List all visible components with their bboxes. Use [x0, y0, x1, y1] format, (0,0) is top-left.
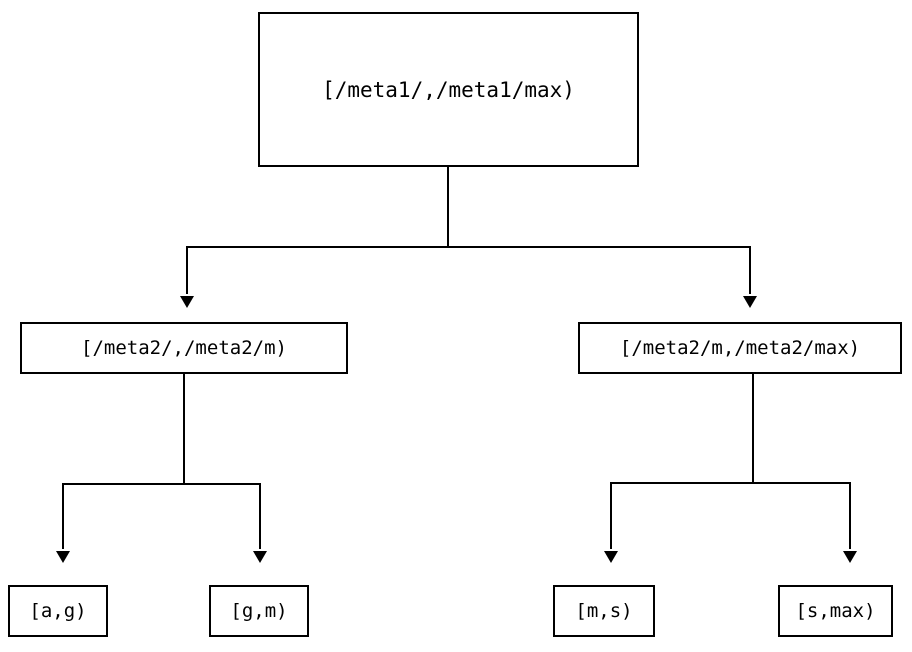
edge-mid-right-bus	[610, 482, 851, 484]
arrow-mid-right-to-leaf3-icon	[604, 551, 618, 563]
node-leaf-4[interactable]: [s,max)	[778, 585, 893, 637]
arrow-mid-right-to-leaf4-icon	[843, 551, 857, 563]
node-leaf-2-label: [g,m)	[230, 600, 288, 622]
edge-mid-left-to-leaf2-drop	[259, 483, 261, 549]
node-leaf-3-label: [m,s)	[575, 600, 633, 622]
node-leaf-1-label: [a,g)	[29, 600, 87, 622]
node-root-label: [/meta1/,/meta1/max)	[322, 77, 575, 102]
node-leaf-3[interactable]: [m,s)	[553, 585, 655, 637]
arrow-mid-left-to-leaf1-icon	[56, 551, 70, 563]
arrow-root-to-mid-left-icon	[180, 296, 194, 308]
edge-mid-right-to-leaf4-drop	[849, 482, 851, 549]
arrow-root-to-mid-right-icon	[743, 296, 757, 308]
arrow-mid-left-to-leaf2-icon	[253, 551, 267, 563]
edge-mid-right-stem	[752, 374, 754, 483]
node-leaf-1[interactable]: [a,g)	[8, 585, 108, 637]
edge-mid-left-stem	[183, 374, 185, 484]
edge-root-to-mid-left-drop	[186, 246, 188, 294]
edge-root-to-mid-right-drop	[749, 246, 751, 294]
node-mid-left[interactable]: [/meta2/,/meta2/m)	[20, 322, 348, 374]
edge-mid-left-to-leaf1-drop	[62, 483, 64, 549]
edge-root-bus	[186, 246, 751, 248]
node-leaf-4-label: [s,max)	[795, 600, 876, 622]
edge-mid-left-bus	[62, 483, 261, 485]
node-mid-right[interactable]: [/meta2/m,/meta2/max)	[578, 322, 902, 374]
node-mid-left-label: [/meta2/,/meta2/m)	[81, 337, 287, 359]
node-root[interactable]: [/meta1/,/meta1/max)	[258, 12, 639, 167]
node-leaf-2[interactable]: [g,m)	[209, 585, 309, 637]
edge-mid-right-to-leaf3-drop	[610, 482, 612, 549]
node-mid-right-label: [/meta2/m,/meta2/max)	[619, 337, 861, 359]
edge-root-stem	[447, 167, 449, 248]
